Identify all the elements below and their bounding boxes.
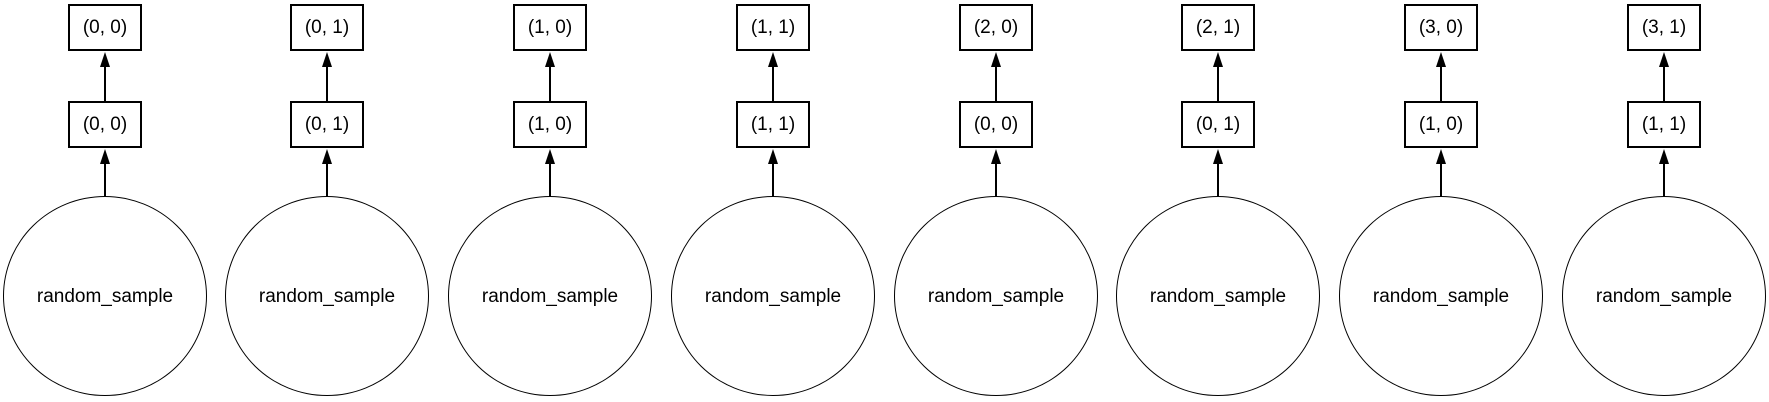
source-chunk-node: (1, 1) bbox=[1627, 101, 1701, 148]
arrow-up-icon bbox=[99, 52, 111, 101]
arrow-up-icon bbox=[767, 52, 779, 101]
graph-column: (0, 0) (0, 0) random_sample bbox=[0, 0, 210, 402]
arrow-up-icon bbox=[1212, 149, 1224, 196]
task-circle-node: random_sample bbox=[1562, 196, 1766, 396]
source-chunk-node: (0, 1) bbox=[290, 101, 364, 148]
arrow-up-icon bbox=[1435, 52, 1447, 101]
result-chunk-node: (2, 1) bbox=[1181, 4, 1255, 51]
source-chunk-node: (1, 1) bbox=[736, 101, 810, 148]
arrow-up-icon bbox=[544, 149, 556, 196]
graph-column: (2, 0) (0, 0) random_sample bbox=[891, 0, 1101, 402]
task-circle-node: random_sample bbox=[225, 196, 429, 396]
arrow-up-icon bbox=[1658, 149, 1670, 196]
arrow-up-icon bbox=[99, 149, 111, 196]
arrow-up-icon bbox=[990, 52, 1002, 101]
source-chunk-node: (0, 0) bbox=[959, 101, 1033, 148]
task-circle-node: random_sample bbox=[448, 196, 652, 396]
graph-column: (3, 0) (1, 0) random_sample bbox=[1336, 0, 1546, 402]
task-circle-node: random_sample bbox=[3, 196, 207, 396]
arrow-up-icon bbox=[1435, 149, 1447, 196]
task-circle-node: random_sample bbox=[671, 196, 875, 396]
source-chunk-node: (0, 1) bbox=[1181, 101, 1255, 148]
graph-column: (0, 1) (0, 1) random_sample bbox=[222, 0, 432, 402]
result-chunk-node: (0, 0) bbox=[68, 4, 142, 51]
task-circle-node: random_sample bbox=[1116, 196, 1320, 396]
arrow-up-icon bbox=[990, 149, 1002, 196]
arrow-up-icon bbox=[544, 52, 556, 101]
arrow-up-icon bbox=[321, 52, 333, 101]
source-chunk-node: (1, 0) bbox=[513, 101, 587, 148]
task-circle-node: random_sample bbox=[894, 196, 1098, 396]
result-chunk-node: (2, 0) bbox=[959, 4, 1033, 51]
arrow-up-icon bbox=[1658, 52, 1670, 101]
graph-column: (3, 1) (1, 1) random_sample bbox=[1559, 0, 1769, 402]
result-chunk-node: (0, 1) bbox=[290, 4, 364, 51]
source-chunk-node: (1, 0) bbox=[1404, 101, 1478, 148]
arrow-up-icon bbox=[321, 149, 333, 196]
result-chunk-node: (1, 1) bbox=[736, 4, 810, 51]
arrow-up-icon bbox=[767, 149, 779, 196]
result-chunk-node: (1, 0) bbox=[513, 4, 587, 51]
graph-column: (1, 1) (1, 1) random_sample bbox=[668, 0, 878, 402]
graph-column: (1, 0) (1, 0) random_sample bbox=[445, 0, 655, 402]
task-circle-node: random_sample bbox=[1339, 196, 1543, 396]
result-chunk-node: (3, 1) bbox=[1627, 4, 1701, 51]
source-chunk-node: (0, 0) bbox=[68, 101, 142, 148]
result-chunk-node: (3, 0) bbox=[1404, 4, 1478, 51]
graph-column: (2, 1) (0, 1) random_sample bbox=[1113, 0, 1323, 402]
arrow-up-icon bbox=[1212, 52, 1224, 101]
